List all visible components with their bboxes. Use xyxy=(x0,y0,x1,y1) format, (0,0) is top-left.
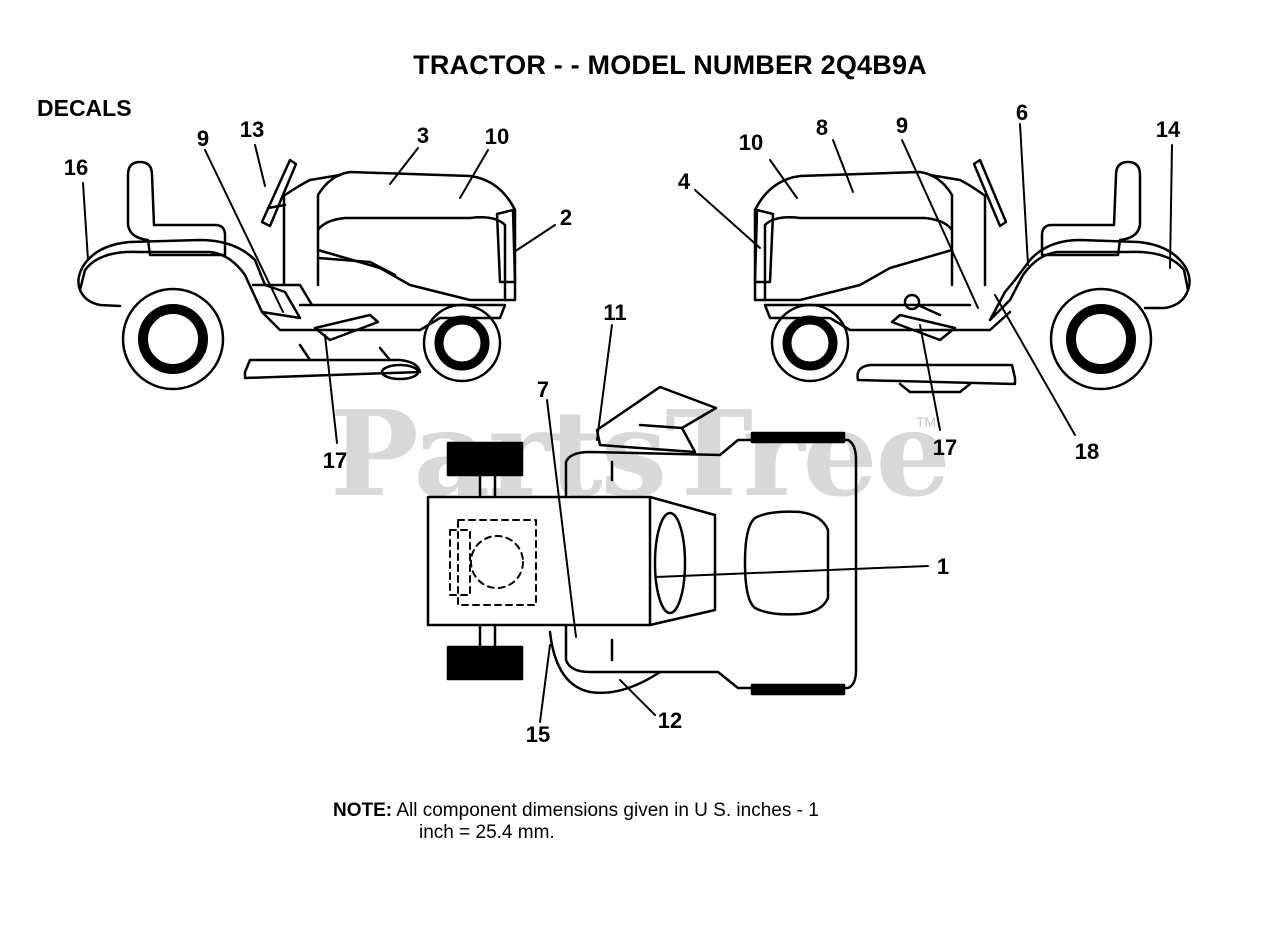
callout-17-left: 17 xyxy=(322,448,348,473)
callout-3: 3 xyxy=(416,123,430,148)
callout-12: 12 xyxy=(657,708,683,733)
tractor-left-side-view xyxy=(78,160,515,389)
callout-14: 14 xyxy=(1155,117,1181,142)
callout-9-right: 9 xyxy=(895,113,909,138)
callout-10-left: 10 xyxy=(484,124,510,149)
note-label: NOTE: xyxy=(333,800,393,821)
page-title: TRACTOR - - MODEL NUMBER 2Q4B9A xyxy=(413,50,927,80)
callout-10-right: 10 xyxy=(738,130,764,155)
callout-16: 16 xyxy=(63,155,89,180)
callout-leaders xyxy=(83,124,1172,722)
note-line-2: inch = 25.4 mm. xyxy=(419,822,555,843)
callout-11: 11 xyxy=(603,300,627,325)
tractor-top-view xyxy=(428,387,856,694)
note-line-1: All component dimensions given in U S. i… xyxy=(396,800,819,821)
callout-2: 2 xyxy=(559,205,573,230)
dimension-note: NOTE: All component dimensions given in … xyxy=(333,800,819,844)
callout-9-left: 9 xyxy=(196,126,210,151)
callout-8: 8 xyxy=(815,115,829,140)
section-label: DECALS xyxy=(37,95,132,121)
callout-1: 1 xyxy=(936,554,950,579)
tractor-right-side-view xyxy=(755,160,1190,392)
callout-18: 18 xyxy=(1074,439,1100,464)
callout-6: 6 xyxy=(1015,100,1029,125)
callout-17-right: 17 xyxy=(932,435,958,460)
watermark-trademark: TM xyxy=(916,414,937,430)
callout-7: 7 xyxy=(536,377,550,402)
callout-4: 4 xyxy=(677,169,691,194)
callout-13: 13 xyxy=(239,117,265,142)
callout-15: 15 xyxy=(525,722,551,747)
